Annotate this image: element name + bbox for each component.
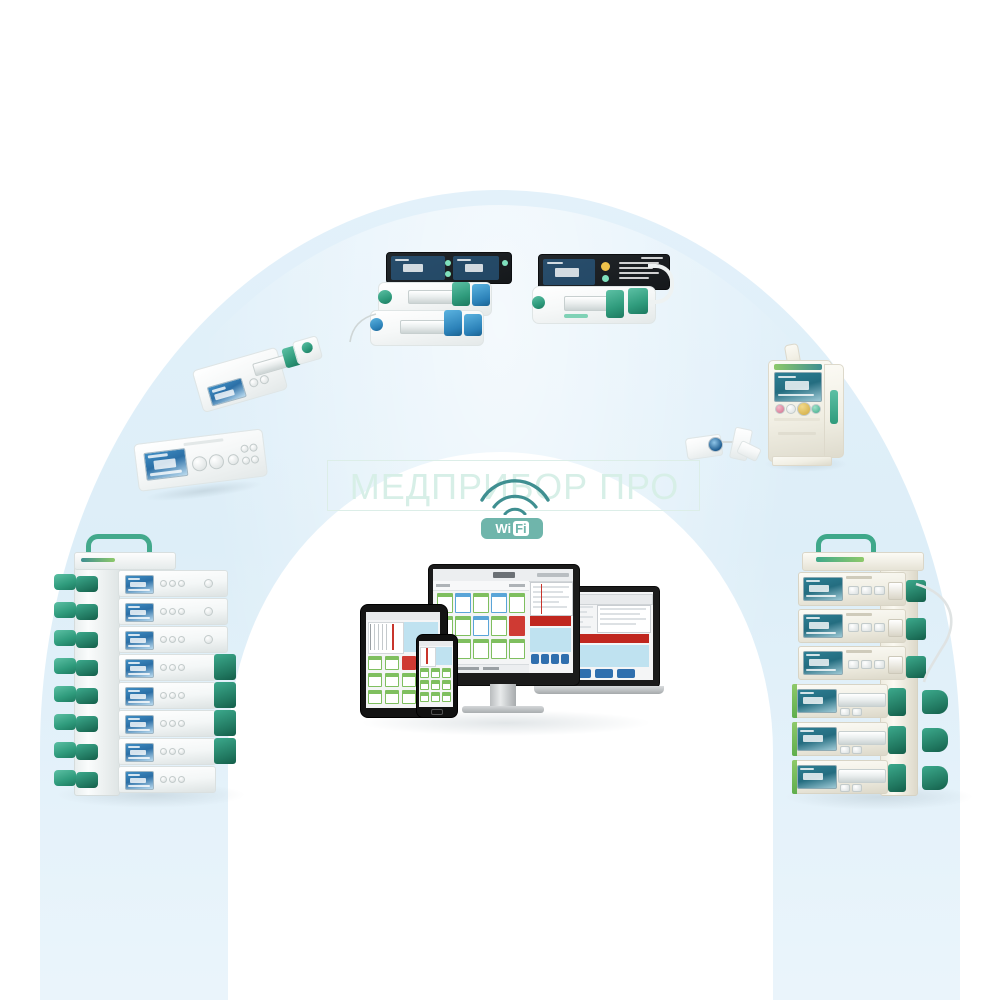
monitor-tile-12[interactable] xyxy=(455,639,471,659)
right-pump-screen-5 xyxy=(797,727,837,751)
monitor-clock xyxy=(493,572,515,578)
left-pump-stack[interactable] xyxy=(54,534,246,808)
monitor-action-1[interactable] xyxy=(531,654,539,664)
right-pump-screen-2 xyxy=(803,614,843,638)
monitor-action-4[interactable] xyxy=(561,654,569,664)
monitor-tile-2[interactable] xyxy=(455,593,471,613)
left-pump-clamp-6[interactable] xyxy=(214,710,236,736)
monitor-tile-15[interactable] xyxy=(509,639,525,659)
monitor-footer-btn-3[interactable] xyxy=(483,667,499,670)
left-pump-unit-7[interactable] xyxy=(118,738,216,765)
right-pump-clamp-4[interactable] xyxy=(888,688,906,716)
monitor-action-3[interactable] xyxy=(551,654,559,664)
wide-display-pump[interactable] xyxy=(528,254,678,340)
wide-display-pump-handle[interactable] xyxy=(648,264,674,304)
right-pump-unit-1[interactable] xyxy=(798,572,906,606)
volumetric-pump-status-strip xyxy=(774,364,822,370)
right-pump-plunger-5[interactable] xyxy=(922,728,948,752)
monitor-action-2[interactable] xyxy=(541,654,549,664)
wifi-badge-fi: Fi xyxy=(513,521,529,536)
console-controller-screen xyxy=(143,447,189,481)
monitor-tile-7[interactable] xyxy=(455,616,471,636)
wifi-badge-wi: Wi xyxy=(495,521,512,536)
right-pump-clamp-6[interactable] xyxy=(888,764,906,792)
dual-channel-pump[interactable] xyxy=(349,252,516,352)
volumetric-pump[interactable] xyxy=(762,338,848,472)
monitor-tile-9[interactable] xyxy=(491,616,507,636)
right-stack-tubing xyxy=(915,582,953,683)
monitor-tile-14[interactable] xyxy=(491,639,507,659)
left-pump-screen-3 xyxy=(125,631,154,650)
monitor-tile-10[interactable] xyxy=(509,616,525,636)
left-pump-screen-7 xyxy=(125,743,154,762)
workstation-cluster[interactable] xyxy=(350,552,664,736)
right-pump-plunger-4[interactable] xyxy=(922,690,948,714)
dual-channel-tubing xyxy=(349,313,377,343)
phone-device[interactable] xyxy=(416,634,458,718)
right-pump-clamp-2[interactable] xyxy=(906,618,926,640)
right-pump-unit-3[interactable] xyxy=(798,646,906,680)
left-stack-brand-mark xyxy=(81,558,115,562)
right-pump-screen-4 xyxy=(797,689,837,713)
monitor-tile-13[interactable] xyxy=(473,639,489,659)
left-pump-screen-8 xyxy=(125,771,154,790)
left-pump-screen-1 xyxy=(125,575,154,594)
monitor-header-right xyxy=(537,573,569,577)
left-pump-unit-5[interactable] xyxy=(118,682,216,709)
right-pump-unit-4[interactable] xyxy=(792,684,888,718)
monitor-tile-3[interactable] xyxy=(473,593,489,613)
phone-home-button[interactable] xyxy=(431,709,443,715)
left-pump-screen-4 xyxy=(125,659,154,678)
right-pump-clamp-3[interactable] xyxy=(906,656,926,678)
monitor-detail-box xyxy=(530,628,571,652)
left-pump-unit-4[interactable] xyxy=(118,654,216,681)
left-pump-clamp-7[interactable] xyxy=(214,738,236,764)
wifi-badge: Wi Fi xyxy=(481,518,543,539)
left-pump-unit-3[interactable] xyxy=(118,626,228,653)
left-stack-top-cover xyxy=(74,552,176,570)
right-pump-unit-5[interactable] xyxy=(792,722,888,756)
right-pump-stack[interactable] xyxy=(784,532,974,810)
left-pump-unit-1[interactable] xyxy=(118,570,228,597)
left-pump-screen-5 xyxy=(125,687,154,706)
volumetric-pump-screen xyxy=(774,372,822,402)
right-pump-screen-1 xyxy=(803,577,843,601)
volumetric-pump-side-grip[interactable] xyxy=(830,390,838,424)
left-pump-unit-8[interactable] xyxy=(118,766,216,793)
right-pump-unit-2[interactable] xyxy=(798,609,906,643)
left-pump-unit-2[interactable] xyxy=(118,598,228,625)
dual-channel-display xyxy=(386,252,512,284)
right-pump-clamp-5[interactable] xyxy=(888,726,906,754)
wifi-icon xyxy=(470,470,560,516)
monitor-tile-4[interactable] xyxy=(491,593,507,613)
left-pump-clamp-4[interactable] xyxy=(214,654,236,680)
left-stack-rack xyxy=(74,556,120,796)
phone-screen xyxy=(419,641,453,707)
monitor-side-panel[interactable] xyxy=(530,582,573,616)
right-pump-unit-6[interactable] xyxy=(792,760,888,794)
monitor-tile-5[interactable] xyxy=(509,593,525,613)
right-pump-plunger-6[interactable] xyxy=(922,766,948,790)
left-pump-screen-2 xyxy=(125,603,154,622)
monitor-alarm-bar[interactable] xyxy=(530,616,571,626)
right-stack-brand-mark xyxy=(816,557,864,562)
optical-sensor-lens xyxy=(708,437,723,452)
optical-sensor[interactable] xyxy=(684,426,762,470)
watermark-text: МЕДПРИБОР ПРО xyxy=(349,465,680,507)
left-pump-screen-6 xyxy=(125,715,154,734)
monitor-footer-btn-2[interactable] xyxy=(457,667,479,670)
left-pump-clamp-5[interactable] xyxy=(214,682,236,708)
right-stack-handle[interactable] xyxy=(816,534,876,554)
monitor-tile-8[interactable] xyxy=(473,616,489,636)
left-pump-unit-6[interactable] xyxy=(118,710,216,737)
right-pump-screen-6 xyxy=(797,765,837,789)
left-stack-handle[interactable] xyxy=(86,534,152,556)
right-pump-screen-3 xyxy=(803,651,843,675)
